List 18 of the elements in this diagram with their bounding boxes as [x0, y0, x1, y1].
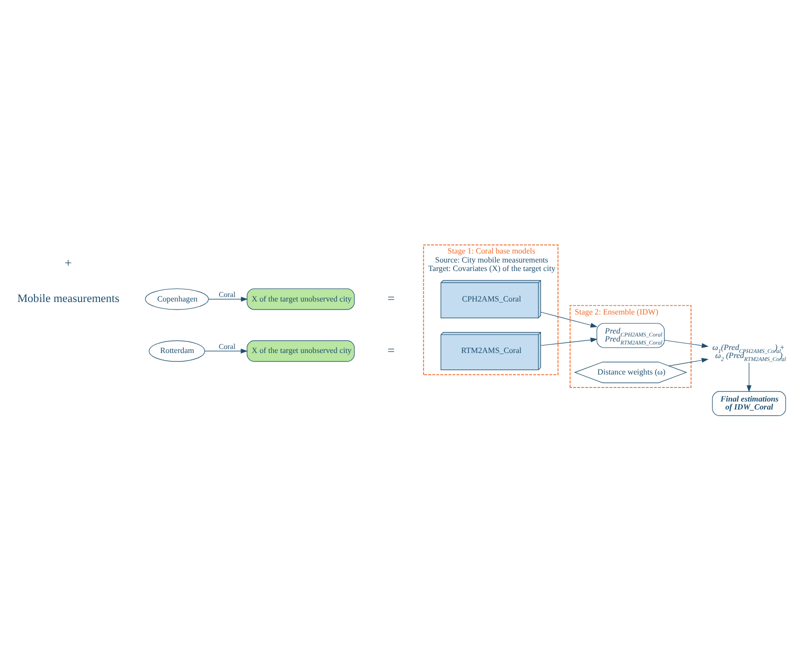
arrow — [540, 337, 597, 346]
label: = — [387, 290, 394, 305]
arrow — [746, 362, 751, 392]
node-text: ω$_{1}$(Pred$_{CPH2AMS_Coral}$) + ω$_{2}$ (Pred$_{RTM2AMS_Coral}$) — [712, 342, 786, 363]
node-ellipse: Copenhagen — [144, 288, 208, 310]
node-box: Final estimations of IDW_Coral — [712, 390, 786, 416]
node-ellipse: Rotterdam — [148, 340, 204, 362]
node-box: Pred$_{CPH2AMS_Coral}$ Pred$_{RTM2AMS_Coral}$ — [596, 322, 664, 348]
arrow — [208, 296, 248, 302]
node-box: X of the target unobserved city — [246, 340, 354, 362]
label: Mobile measurements — [16, 292, 119, 305]
arrow — [540, 311, 597, 328]
label: = — [387, 342, 394, 357]
arrow — [664, 339, 708, 348]
arrow — [204, 348, 248, 353]
node-box: X of the target unobserved city — [246, 288, 354, 310]
arrow — [668, 357, 708, 366]
label: + — [64, 256, 72, 270]
